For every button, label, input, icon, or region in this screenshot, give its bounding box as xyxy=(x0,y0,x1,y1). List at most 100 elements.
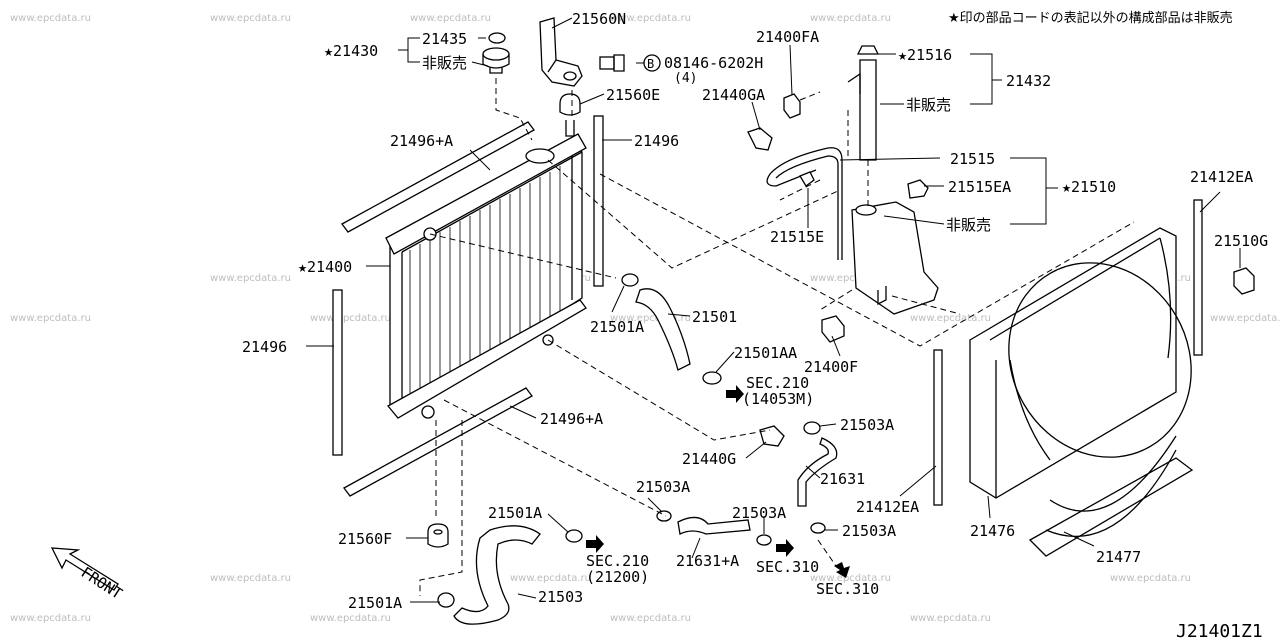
label-21430: ★21430 xyxy=(324,42,378,60)
label-sec310-a: SEC.310 xyxy=(756,558,819,576)
label-nonsale: 非販売 xyxy=(422,54,467,72)
label-21560n: 21560N xyxy=(572,10,626,28)
label-21510g: 21510G xyxy=(1214,232,1268,250)
radiator-core xyxy=(385,133,587,419)
seal-strip-left xyxy=(332,289,343,456)
bracket-21440ga xyxy=(747,127,773,151)
label-21631a: 21631+A xyxy=(676,552,739,570)
mount-bracket xyxy=(539,17,583,87)
part-labels: ★21430 21435 非販売 21560N B 08146-6202H (4… xyxy=(242,10,1268,612)
label-21515ea: 21515EA xyxy=(948,178,1011,196)
label-21496-top: 21496 xyxy=(634,132,679,150)
hose-21631 xyxy=(797,437,838,507)
label-21515e: 21515E xyxy=(770,228,824,246)
label-21412ea-top: 21412EA xyxy=(1190,168,1253,186)
clip-21515e xyxy=(799,171,815,187)
label-21477: 21477 xyxy=(1096,548,1141,566)
label-21501a-bottom: 21501A xyxy=(348,594,402,612)
seal-strip-21412ea-top xyxy=(1193,199,1203,356)
watermark: www.epcdata.ru xyxy=(410,13,491,24)
seal-strip-upper xyxy=(341,121,535,233)
label-21503: 21503 xyxy=(538,588,583,606)
label-21510: ★21510 xyxy=(1062,178,1116,196)
watermark: www.epcdata.ru xyxy=(210,273,291,284)
label-21400fa: 21400FA xyxy=(756,28,819,46)
radiator-cap xyxy=(482,47,510,74)
watermark: www.epcdata.ru xyxy=(210,573,291,584)
mount-rubber-upper xyxy=(559,93,581,137)
label-sec210-top-sub: (14053M) xyxy=(742,390,814,408)
o-ring xyxy=(488,32,506,44)
label-21515: 21515 xyxy=(950,150,995,168)
sec-arrow xyxy=(776,539,794,557)
watermark: www.epcdata.ru xyxy=(810,573,891,584)
hose-clamp xyxy=(756,534,772,546)
hose-21631a xyxy=(677,516,751,535)
reservoir-tank xyxy=(851,179,939,315)
hose-clamp xyxy=(621,273,639,287)
label-21400: ★21400 xyxy=(298,258,352,276)
reservoir-hose xyxy=(775,155,839,260)
bracket-21440g xyxy=(759,425,785,447)
watermark: www.epcdata.ru xyxy=(910,313,991,324)
label-nonsale: 非販売 xyxy=(906,96,951,114)
hose-clamp xyxy=(803,421,821,435)
watermark: www.epcdata.ru xyxy=(1210,313,1280,324)
watermark: www.epcdata.ru xyxy=(310,613,391,624)
watermark: www.epcdata.ru xyxy=(10,13,91,24)
label-21516: ★21516 xyxy=(898,46,952,64)
label-21501a-low: 21501A xyxy=(488,504,542,522)
label-sec210-bottom: SEC.210 xyxy=(586,552,649,570)
watermark: www.epcdata.ru xyxy=(210,13,291,24)
hose-clamp xyxy=(810,522,826,534)
leader-lines xyxy=(306,17,1241,603)
label-21440g: 21440G xyxy=(682,450,736,468)
label-21496-left: 21496 xyxy=(242,338,287,356)
hose-clamp xyxy=(565,529,583,543)
sec-arrow xyxy=(586,535,604,553)
reference-lines xyxy=(419,78,1135,596)
label-21560f: 21560F xyxy=(338,530,392,548)
lower-shroud xyxy=(1028,435,1194,557)
watermark: www.epcdata.ru xyxy=(810,273,891,284)
diagram-code: J21401Z1 xyxy=(1176,621,1263,640)
label-sec210-bottom-sub: (21200) xyxy=(586,568,649,586)
bolt-21400f xyxy=(821,315,845,343)
label-nonsale: 非販売 xyxy=(946,216,991,234)
watermark: www.epcdata.ru xyxy=(610,613,691,624)
label-21501aa: 21501AA xyxy=(734,344,797,362)
label-21400f: 21400F xyxy=(804,358,858,376)
watermark: www.epcdata.ru xyxy=(310,313,391,324)
label-sec310-b: SEC.310 xyxy=(816,580,879,598)
watermark: www.epcdata.ru xyxy=(10,313,91,324)
bolt-21400fa xyxy=(783,93,801,119)
label-qty: (4) xyxy=(674,71,697,86)
header-note: ★印の部品コードの表記以外の構成部品は非販売 xyxy=(948,10,1233,26)
label-21503a: 21503A xyxy=(732,504,786,522)
reservoir-hose xyxy=(766,147,843,260)
sec-arrow xyxy=(726,385,744,403)
label-21503a: 21503A xyxy=(636,478,690,496)
label-21631: 21631 xyxy=(820,470,865,488)
upper-hose xyxy=(635,288,691,371)
seal-strip-lower xyxy=(343,387,533,497)
bolt-21510g xyxy=(1233,267,1255,295)
watermark: www.epcdata.ru xyxy=(910,613,991,624)
label-21503a: 21503A xyxy=(840,416,894,434)
label-21432: 21432 xyxy=(1006,72,1051,90)
watermark: www.epcdata.ru xyxy=(610,313,691,324)
watermark: www.epcdata.ru xyxy=(510,573,591,584)
label-21440ga: 21440GA xyxy=(702,86,765,104)
front-arrow: FRONT xyxy=(50,547,126,603)
label-21496a-top: 21496+A xyxy=(390,132,453,150)
hose-clamp xyxy=(702,371,722,385)
watermark: www.epcdata.ru xyxy=(10,613,91,624)
seal-strip-right xyxy=(593,115,604,287)
label-21412ea-bottom: 21412EA xyxy=(856,498,919,516)
label-21496a-bottom: 21496+A xyxy=(540,410,603,428)
front-arrow-label: FRONT xyxy=(78,563,126,603)
label-08146: 08146-6202H xyxy=(664,54,763,72)
hose-clamp xyxy=(437,592,455,608)
label-21501a-mid: 21501A xyxy=(590,318,644,336)
label-21560e: 21560E xyxy=(606,86,660,104)
